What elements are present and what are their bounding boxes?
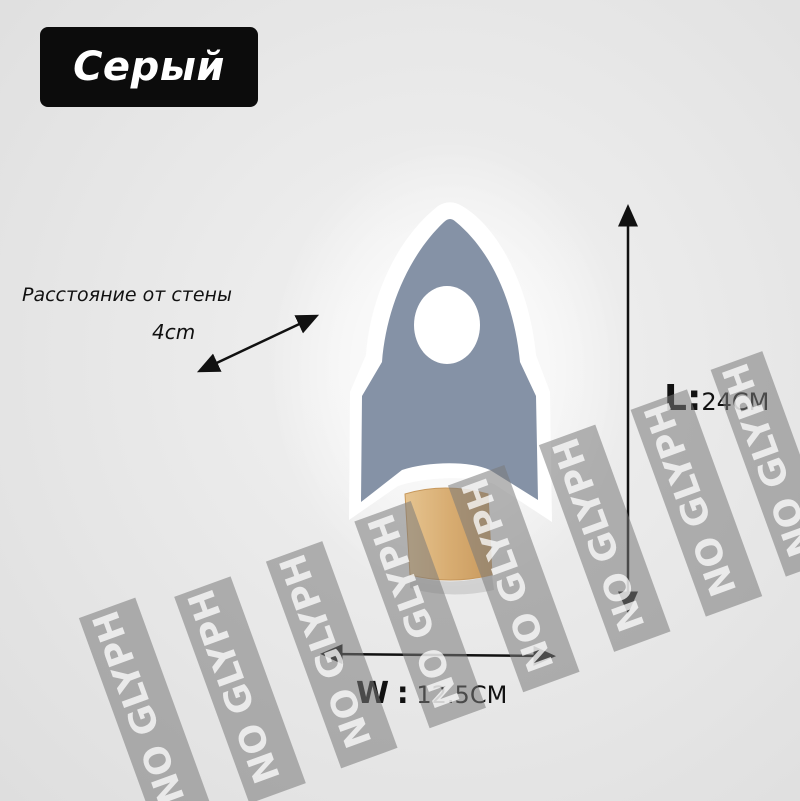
width-arrow [320,644,556,666]
wood-mount [404,487,493,581]
length-value: 24CM [701,388,770,416]
color-badge: Серый [40,27,258,107]
wall-distance-label: Расстояние от стены [22,284,232,306]
wall-distance-arrow [196,314,320,373]
rocket-window-icon [414,286,480,364]
length-separator: : [686,378,702,419]
wall-distance-value: 4cm [152,320,196,344]
length-label: L:24CM [664,378,769,419]
length-letter: L [664,378,687,419]
color-badge-text: Серый [73,44,225,90]
width-separator: : [396,676,409,711]
width-label: W : 12.5CM [356,676,507,711]
width-value: 12.5CM [416,681,508,709]
width-letter: W [356,676,390,711]
